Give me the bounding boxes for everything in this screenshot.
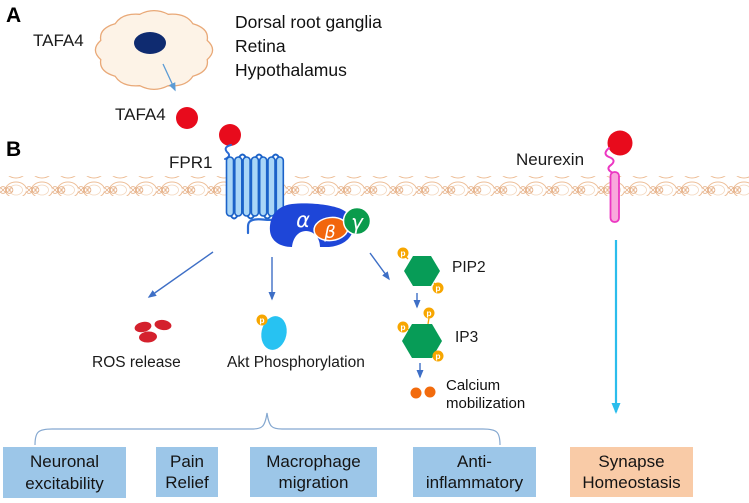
fpr1-label: FPR1: [169, 153, 213, 172]
pip2-molecule: p p: [397, 247, 444, 294]
cell-nucleus: [134, 32, 166, 54]
g-protein-complex: α β γ: [269, 203, 372, 247]
akt-protein: p: [256, 314, 287, 350]
expression-site: Dorsal root ganglia: [235, 12, 382, 32]
fpr1-loops: [229, 153, 281, 220]
outcome-brace: [34, 412, 501, 446]
outcome-box-macrophage-migration: Macrophage migration: [250, 447, 377, 497]
tafa4-bound-neurexin-circle: [607, 130, 633, 156]
ip3-phosphate-2: p: [400, 322, 405, 332]
neurexin-label: Neurexin: [516, 150, 585, 169]
signaling-arrows: [147, 251, 424, 379]
panel-a-label: A: [6, 4, 22, 27]
arrow-to-ros: [147, 251, 214, 298]
neurexin-receptor: [604, 130, 633, 414]
pip2-label: PIP2: [452, 259, 486, 276]
tafa4-ligand-circle: [176, 107, 198, 129]
akt-phosphorylation-label: Akt Phosphorylation: [227, 354, 365, 371]
fpr1-receptor: [219, 124, 285, 235]
expression-sites-list: Dorsal root ganglia Retina Hypothalamus: [235, 10, 382, 82]
plasma-membrane: [0, 176, 749, 196]
g-gamma-subunit: [342, 206, 372, 236]
outcome-box-pain-relief: Pain Relief: [156, 447, 218, 497]
neurexin-rod: [609, 171, 620, 223]
tafa4-bound-fpr1-circle: [219, 124, 241, 146]
ip3-molecule: p p p: [397, 307, 444, 362]
pip2-hexagon: [404, 256, 440, 286]
ros-release-label: ROS release: [92, 354, 181, 371]
fpr1-helices: [225, 156, 285, 217]
expression-site: Hypothalamus: [235, 60, 347, 80]
calcium-mobilization-label: Calcium mobilization: [446, 377, 526, 412]
calcium-ions: [410, 386, 436, 399]
ros-particles: [134, 319, 172, 343]
tafa4-cell-label: TAFA4: [33, 31, 84, 50]
akt-phosphate-circle: [256, 314, 268, 326]
secreting-cell: [94, 10, 214, 129]
outcome-box-anti-inflammatory: Anti- inflammatory: [413, 447, 536, 497]
g-alpha-letter: α: [296, 208, 310, 232]
panel-b-label: B: [6, 138, 22, 161]
ip3-label: IP3: [455, 329, 479, 346]
pip2-phosphate-1: p: [400, 248, 405, 258]
tafa4-ligand-label: TAFA4: [115, 105, 166, 124]
ip3-hexagon: [402, 324, 442, 358]
secretion-arrow: [162, 63, 176, 92]
g-beta-letter: β: [323, 222, 336, 243]
g-gamma-letter: γ: [351, 210, 364, 234]
pip2-phosphate-2: p: [435, 283, 440, 293]
ip3-phosphate-1: p: [426, 308, 431, 318]
outcome-box-neuronal-excitability: Neuronal excitability: [3, 447, 126, 498]
neurexin-linker: [604, 147, 615, 174]
expression-site: Retina: [235, 36, 286, 56]
arrow-to-pip2: [369, 252, 390, 281]
ip3-phosphate-3: p: [435, 351, 440, 361]
akt-phosphate-letter: p: [259, 315, 264, 325]
outcome-box-synapse-homeostasis: Synapse Homeostasis: [570, 447, 693, 497]
